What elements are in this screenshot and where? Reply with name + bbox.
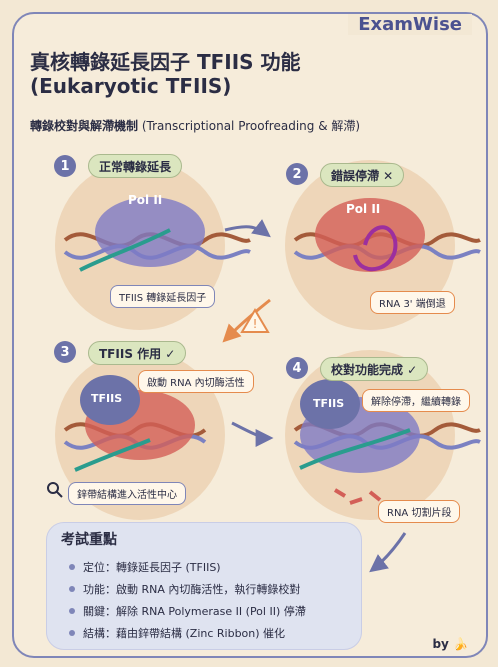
panel2-protein-label: Pol II [346,202,381,216]
arrow-icon [369,532,407,573]
panel1-label: TFIIS 轉錄延長因子 [110,285,216,308]
key-point-item: 關鍵：解除 RNA Polymerase II (Pol II) 停滯 [69,603,306,619]
panel4-illustration [293,379,481,505]
panel2-illustration [293,198,481,272]
rna-fragment [349,497,363,505]
panel3-title: TFIIS 作用 ✓ [88,341,187,365]
panel1-protein-label: Pol II [128,193,163,207]
panel3-tfiis [80,375,140,425]
panel4-number: 4 [286,357,308,379]
panel4-label-bottom: RNA 切割片段 [378,500,461,523]
panel4-tfiis [300,379,360,429]
magnifier-icon [47,482,63,498]
panel1-number: 1 [54,155,76,177]
panel1-illustration [63,197,251,272]
panel4-rna [299,428,411,470]
panel1-rna [79,228,171,272]
key-point-item: 定位：轉錄延長因子 (TFIIS) [69,559,306,575]
panel3-number: 3 [54,341,76,363]
subtitle-bold: 轉錄校對與解滯機制 [30,119,139,133]
brand-name: ExamWise [348,14,472,35]
panel3-label-bottom: 鋅帶結構進入活性中心 [68,482,186,505]
key-point-text: 關鍵：解除 RNA Polymerase II (Pol II) 停滯 [83,605,306,618]
key-points-title: 考試重點 [61,532,117,548]
subtitle: 轉錄校對與解滯機制 (Transcriptional Proofreading … [30,117,360,134]
panel1-title: 正常轉錄延長 [88,154,183,178]
panel2-number: 2 [286,163,308,185]
bullet-icon [69,564,75,570]
key-point-text: 功能：啟動 RNA 內切酶活性，執行轉錄校對 [83,583,301,596]
warning-icon: ! [240,308,270,333]
panel3-label-top: 啟動 RNA 內切酶活性 [138,370,254,393]
bullet-icon [69,586,75,592]
rna-fragment [368,490,382,502]
subtitle-rest: (Transcriptional Proofreading & 解滯) [138,119,361,133]
key-point-text: 結構：藉由鋅帶結構 (Zinc Ribbon) 催化 [83,627,286,640]
panel3-protein-label: TFIIS [91,392,123,405]
panel2-label: RNA 3' 端倒退 [370,291,455,314]
key-points-box: 考試重點 定位：轉錄延長因子 (TFIIS) 功能：啟動 RNA 內切酶活性，執… [46,522,362,650]
svg-text:!: ! [253,317,258,331]
panel2-title: 錯誤停滯 ✕ [320,163,405,187]
panel4-title: 校對功能完成 ✓ [320,357,429,381]
panel4-label-top: 解除停滯，繼續轉錄 [362,389,470,412]
bullet-icon [69,630,75,636]
key-point-text: 定位：轉錄延長因子 (TFIIS) [83,561,221,574]
panel4-protein-label: TFIIS [313,397,345,410]
signature: by 🍌 [432,637,468,651]
key-point-item: 結構：藉由鋅帶結構 (Zinc Ribbon) 催化 [69,625,306,641]
panel2-rna [353,225,398,272]
arrow-icon [224,219,271,238]
bullet-icon [69,608,75,614]
key-points-list: 定位：轉錄延長因子 (TFIIS) 功能：啟動 RNA 內切酶活性，執行轉錄校對… [69,559,306,647]
arrow-icon [222,298,271,343]
arrow-icon [231,421,274,447]
page-title-line2: (Eukaryotic TFIIS) [30,74,232,98]
page-title-line1: 真核轉錄延長因子 TFIIS 功能 [30,50,301,74]
panel3-illustration [63,375,207,472]
panel3-rna [74,438,151,472]
rna-fragment [333,488,347,498]
key-point-item: 功能：啟動 RNA 內切酶活性，執行轉錄校對 [69,581,306,597]
